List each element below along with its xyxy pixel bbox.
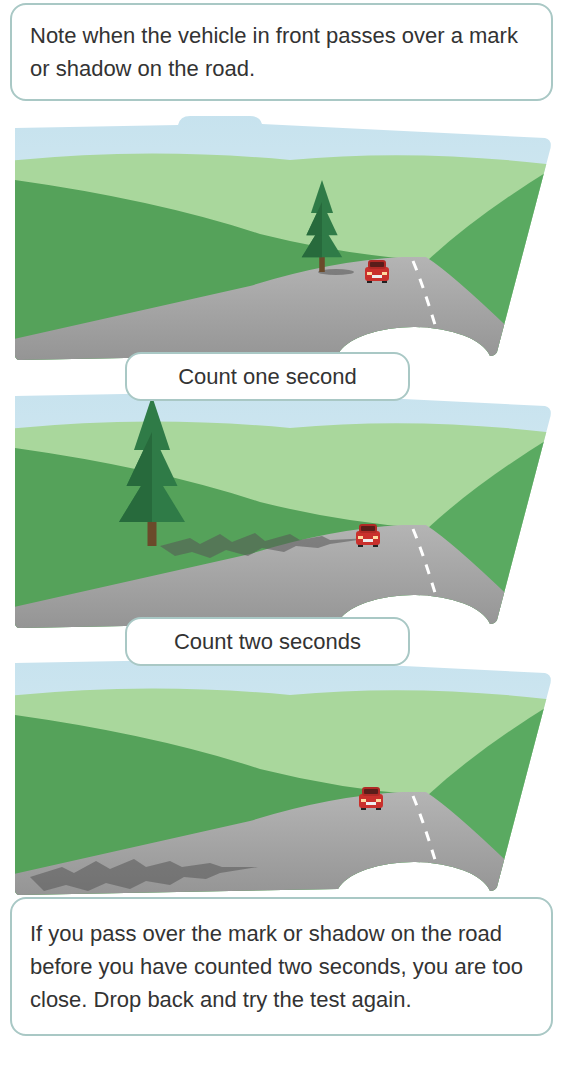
callout-box: Count two seconds <box>125 617 410 666</box>
instruction-text: Count two seconds <box>139 625 396 658</box>
tree-shadow <box>30 859 258 891</box>
car-rear-view <box>359 787 383 810</box>
fir-tree <box>302 180 342 272</box>
windscreen-view-2 <box>0 378 563 650</box>
car-rear-view <box>365 260 389 283</box>
tree-shadow <box>160 533 372 558</box>
instruction-text: If you pass over the mark or shadow on t… <box>30 917 533 1016</box>
car-rear-view <box>356 524 380 547</box>
callout-box: Note when the vehicle in front passes ov… <box>10 3 553 101</box>
fir-tree <box>119 396 185 546</box>
instruction-text: Count one second <box>139 360 396 393</box>
windscreen-view-3 <box>0 645 563 917</box>
instruction-text: Note when the vehicle in front passes ov… <box>30 19 533 85</box>
callout-box: Count one second <box>125 352 410 401</box>
callout-box: If you pass over the mark or shadow on t… <box>10 897 553 1036</box>
windscreen-view-1 <box>0 110 563 382</box>
